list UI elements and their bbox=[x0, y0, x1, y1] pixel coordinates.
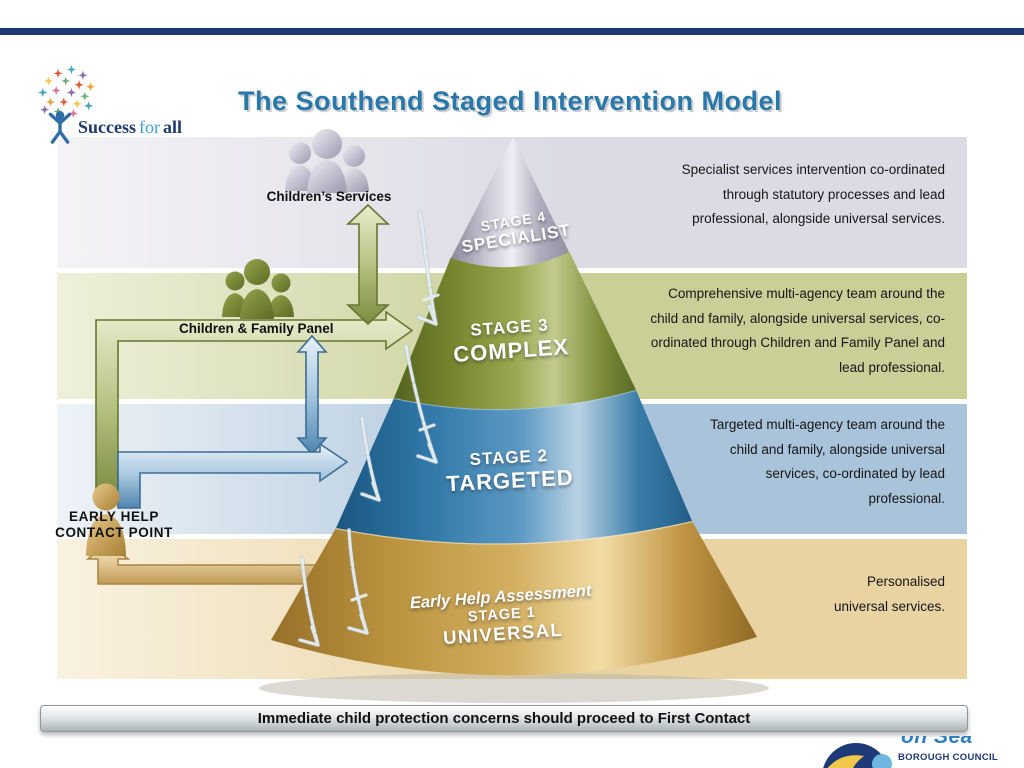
brand-word-3: all bbox=[163, 117, 183, 137]
stage3-description: Comprehensive multi-agency team around t… bbox=[650, 286, 945, 375]
stage2-cone-label: STAGE 2 TARGETED bbox=[421, 443, 598, 498]
person-trunk-icon bbox=[48, 111, 72, 144]
star-canopy bbox=[38, 64, 96, 119]
council-borough-label: BOROUGH COUNCIL bbox=[898, 752, 999, 763]
childrens-services-label: Children’s Services bbox=[266, 189, 392, 204]
stage1-description: Personalised universal services. bbox=[833, 574, 945, 614]
page-title: The Southend Staged Intervention Model bbox=[237, 86, 782, 116]
brand-word-1: Success bbox=[78, 117, 136, 137]
early-help-line2: CONTACT POINT bbox=[55, 525, 173, 540]
early-help-line1: EARLY HELP bbox=[68, 509, 160, 524]
first-contact-banner: Immediate child protection concerns shou… bbox=[40, 705, 968, 732]
brand-word-2: for bbox=[139, 117, 160, 137]
banner-text: Immediate child protection concerns shou… bbox=[257, 710, 751, 727]
children-family-panel-label: Children & Family Panel bbox=[179, 321, 334, 336]
early-help-contact-point-label: EARLY HELP CONTACT POINT bbox=[40, 509, 188, 541]
tree-logo-icon bbox=[38, 64, 96, 144]
top-accent-bar bbox=[0, 28, 1024, 35]
stage4-description: Specialist services intervention co-ordi… bbox=[681, 162, 945, 226]
council-crest-icon bbox=[823, 743, 892, 768]
stage2-description: Targeted multi-agency team around the ch… bbox=[710, 417, 945, 506]
council-wordmark: on Sea bbox=[901, 736, 973, 748]
